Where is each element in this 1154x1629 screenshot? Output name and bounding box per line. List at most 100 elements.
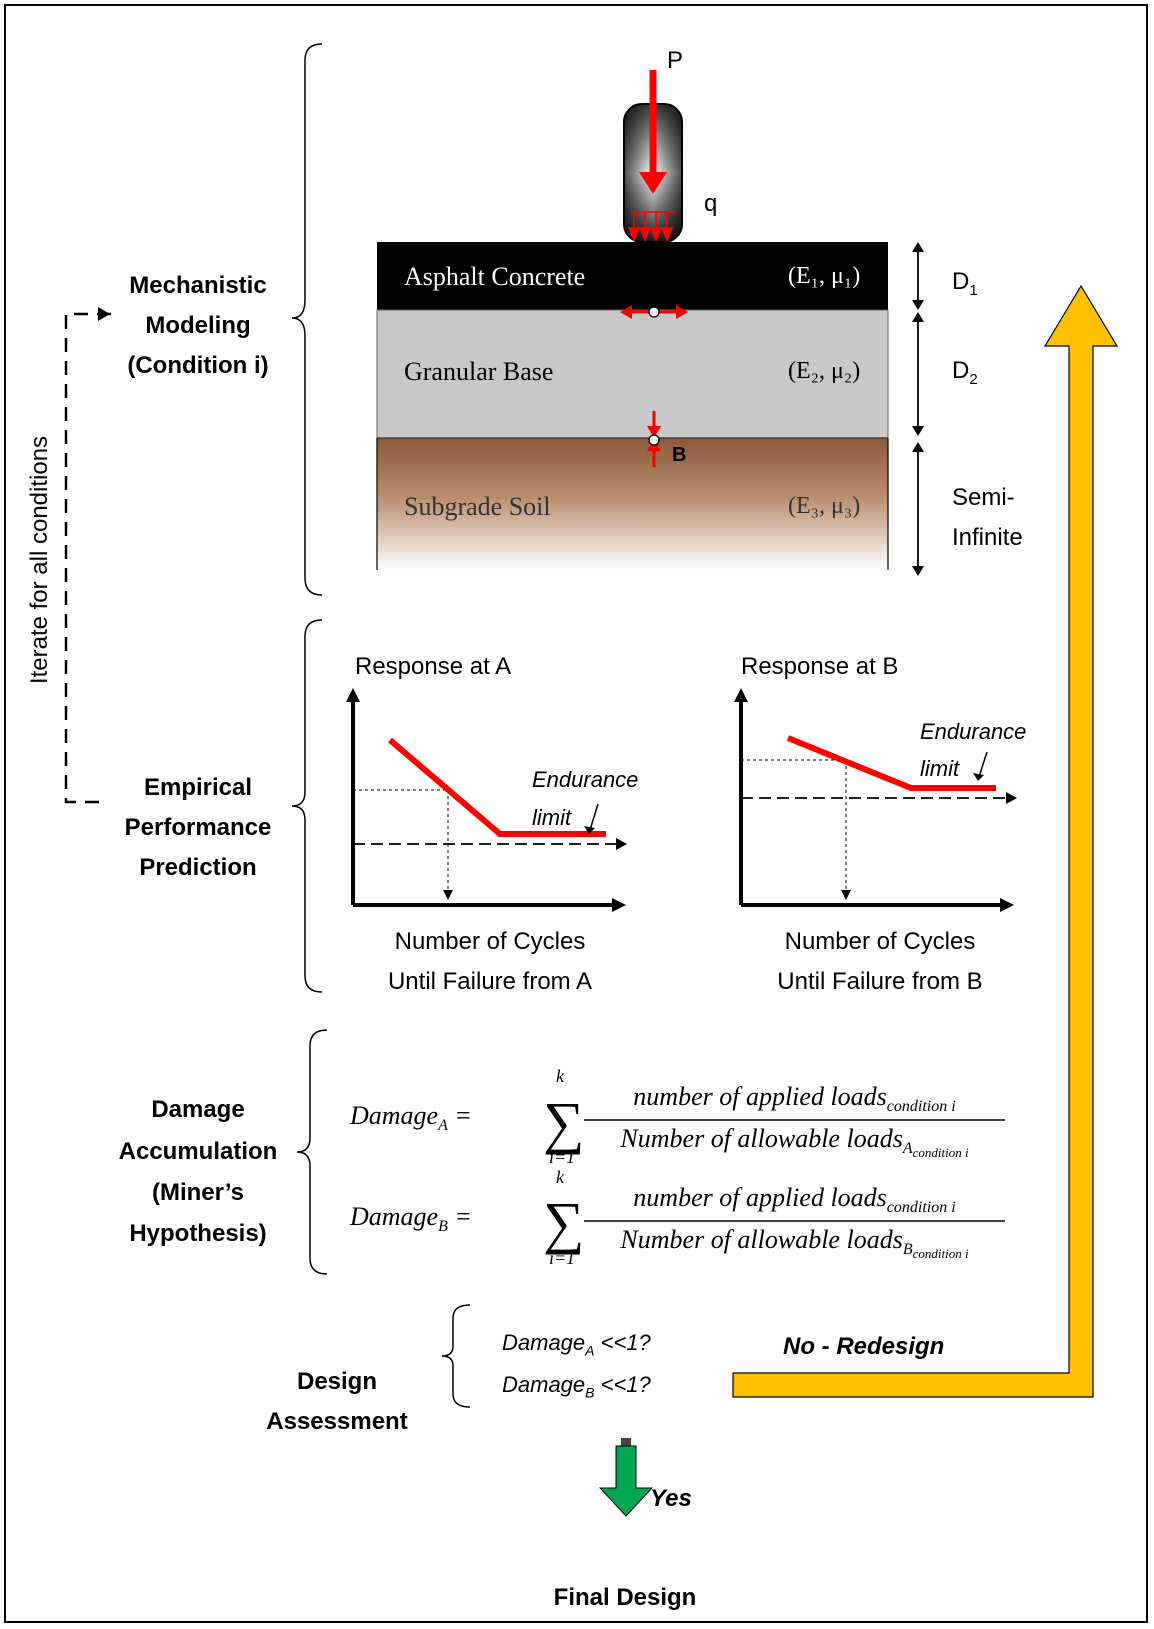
chart-b-xlabel-line1: Number of Cycles (784, 928, 976, 955)
redesign-label: No - Redesign (783, 1333, 945, 1360)
point-a (648, 306, 660, 318)
load-p-label: P (667, 47, 684, 74)
sum-symbol-a: ∑ (543, 1090, 584, 1155)
brace-empirical (291, 619, 323, 993)
strain-a-left-arrow (620, 305, 632, 319)
step-mechanistic-line2: Modeling (145, 312, 251, 339)
step-mechanistic-line3: (Condition i) (127, 352, 269, 379)
equation-a-numerator: number of applied loadscondition i (584, 1082, 1005, 1116)
thickness-semi-label: Semi- (952, 484, 1015, 511)
equation-b-num-text: number of applied loads (633, 1183, 887, 1212)
equation-b-lhs-sub: B (438, 1218, 448, 1236)
thickness-d1-sub: 1 (969, 281, 978, 299)
yes-arrow (598, 1445, 654, 1517)
strain-a-right-arrow (676, 305, 688, 319)
chart-b-curve (786, 735, 996, 791)
equation-b-denominator: Number of allowable loadsBcondition i (584, 1225, 1005, 1262)
check-b-sub: B (585, 1384, 595, 1401)
redesign-arrow (732, 284, 1119, 1398)
equation-a-num-text: number of applied loads (633, 1082, 887, 1111)
equation-a-den-subsub: condition i (912, 1145, 969, 1161)
equation-a-lhs: DamageA = (350, 1101, 472, 1135)
thickness-d1-text: D (952, 268, 970, 295)
step-mechanistic-line1: Mechanistic (129, 272, 267, 299)
strain-b-down-arrow (647, 426, 661, 438)
layer-subgrade-params: (E₃, μ₃) (788, 493, 861, 519)
chart-b-title: Response at B (741, 653, 899, 680)
equation-b-sum-top: k (556, 1167, 564, 1187)
chart-a-curve (388, 737, 606, 837)
chart-b-annotation-pointer (978, 751, 988, 778)
chart-b (734, 688, 1017, 912)
chart-a (346, 688, 627, 912)
equation-b-num-sub: condition i (886, 1199, 956, 1217)
iterate-arrowhead (98, 307, 110, 321)
equation-a-den-sub: A (902, 1140, 913, 1158)
chart-a-title: Response at A (355, 653, 512, 680)
point-a-label: A (672, 288, 687, 310)
step-damage-line4: Hypothesis) (129, 1220, 267, 1247)
chart-a-xlabel-line2: Until Failure from A (387, 968, 593, 995)
check-a-sub: A (585, 1342, 595, 1359)
step-design-line1: Design (296, 1368, 377, 1395)
thickness-d2-sub: 2 (969, 370, 978, 388)
check-damage-b: DamageB <<1? (502, 1365, 651, 1412)
equation-a-sum-bottom: i=1 (549, 1147, 576, 1167)
equation-a-sum-top: k (556, 1066, 564, 1086)
sum-symbol-b: ∑ (543, 1190, 584, 1255)
chart-b-annotation-line1: Endurance (920, 719, 1027, 744)
equation-b-numerator: number of applied loadscondition i (584, 1183, 1005, 1217)
chart-a-annotation-pointer (589, 803, 599, 831)
layer-base (376, 309, 889, 439)
brace-mechanistic (291, 43, 323, 596)
check-b-tail: <<1? (594, 1372, 651, 1397)
layer-asphalt-label: Asphalt Concrete (404, 262, 586, 291)
step-damage-line2: Accumulation (118, 1138, 278, 1165)
pressure-q-arrows (627, 211, 675, 242)
step-damage-line1: Damage (151, 1096, 245, 1123)
final-design-label: Final Design (553, 1584, 697, 1611)
chart-b-xlabel-line2: Until Failure from B (777, 968, 983, 995)
iterate-loop (64, 312, 111, 804)
equation-b-lhs-text: Damage (350, 1202, 439, 1231)
equation-b-sum-bottom: i=1 (549, 1248, 576, 1268)
thickness-d2-label: D2 (952, 351, 978, 400)
check-a-tail: <<1? (594, 1330, 651, 1355)
equation-b-den-subsub: condition i (912, 1246, 969, 1262)
equation-a-lhs-sub: A (438, 1117, 448, 1135)
pressure-q-label: q (704, 190, 718, 217)
layer-base-label: Granular Base (404, 357, 554, 386)
brace-design (441, 1304, 471, 1408)
chart-a-annotation-line1: Endurance (532, 767, 639, 792)
load-p-arrow (639, 172, 667, 194)
diagram-frame (4, 4, 1148, 1623)
equation-b-den-text: Number of allowable loads (620, 1225, 903, 1254)
layer-asphalt (377, 242, 888, 310)
chart-a-xlabel-line1: Number of Cycles (394, 928, 586, 955)
equation-a-denominator: Number of allowable loadsAcondition i (584, 1124, 1005, 1161)
step-design-line2: Assessment (266, 1408, 408, 1435)
chart-b-annotation-line2: limit (920, 756, 960, 781)
equation-b-lhs: DamageB = (350, 1202, 472, 1236)
iterate-label: Iterate for all conditions (26, 435, 53, 685)
check-a-text: Damage (502, 1330, 586, 1355)
step-empirical-line1: Empirical (143, 774, 253, 801)
equation-b-den-sub: B (902, 1241, 913, 1259)
layer-base-params: (E₂, μ₂) (788, 358, 861, 384)
layer-asphalt-params: (E₁, μ₁) (788, 263, 861, 289)
chart-a-annotation-line2: limit (532, 805, 572, 830)
equation-a-num-sub: condition i (886, 1098, 956, 1116)
point-b (648, 434, 660, 446)
thickness-infinite-label: Infinite (952, 524, 1023, 551)
check-damage-a: DamageA <<1? (502, 1323, 651, 1370)
layer-subgrade (377, 438, 888, 570)
step-empirical-line2: Performance (124, 814, 272, 841)
brace-damage (296, 1029, 328, 1275)
thickness-d2-text: D (952, 357, 970, 384)
yes-label: Yes (650, 1485, 692, 1512)
equation-a-lhs-text: Damage (350, 1101, 439, 1130)
check-b-text: Damage (502, 1372, 586, 1397)
equation-a-den-text: Number of allowable loads (620, 1124, 903, 1153)
point-b-label: B (672, 444, 687, 466)
